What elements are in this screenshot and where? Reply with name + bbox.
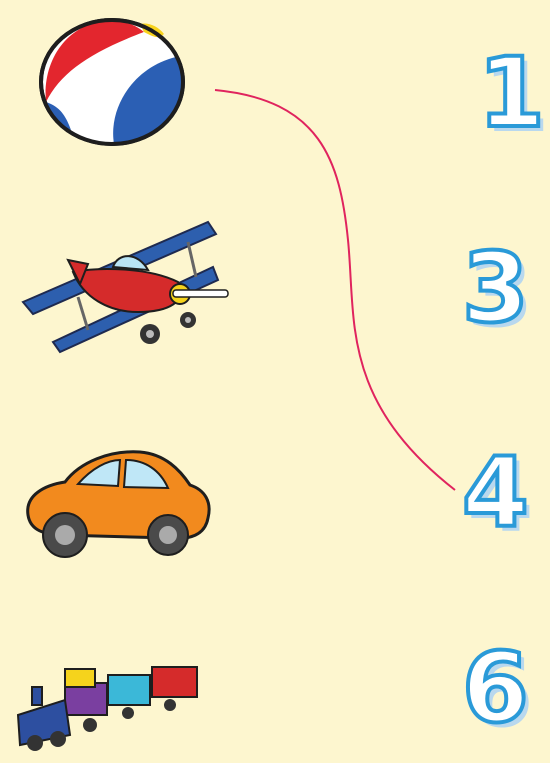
number-6[interactable]: 6 bbox=[462, 640, 529, 736]
biplane[interactable] bbox=[18, 212, 233, 362]
toy-car[interactable] bbox=[20, 440, 215, 565]
biplane-icon bbox=[18, 212, 233, 362]
beach-ball[interactable] bbox=[36, 12, 191, 147]
number-4[interactable]: 4 bbox=[462, 445, 529, 541]
beach-ball-icon bbox=[36, 12, 191, 147]
toy-car-icon bbox=[20, 440, 215, 565]
toy-train-icon bbox=[10, 655, 205, 755]
number-3[interactable]: 3 bbox=[462, 240, 529, 336]
number-1[interactable]: 1 bbox=[478, 45, 545, 141]
toy-train[interactable] bbox=[10, 655, 205, 755]
